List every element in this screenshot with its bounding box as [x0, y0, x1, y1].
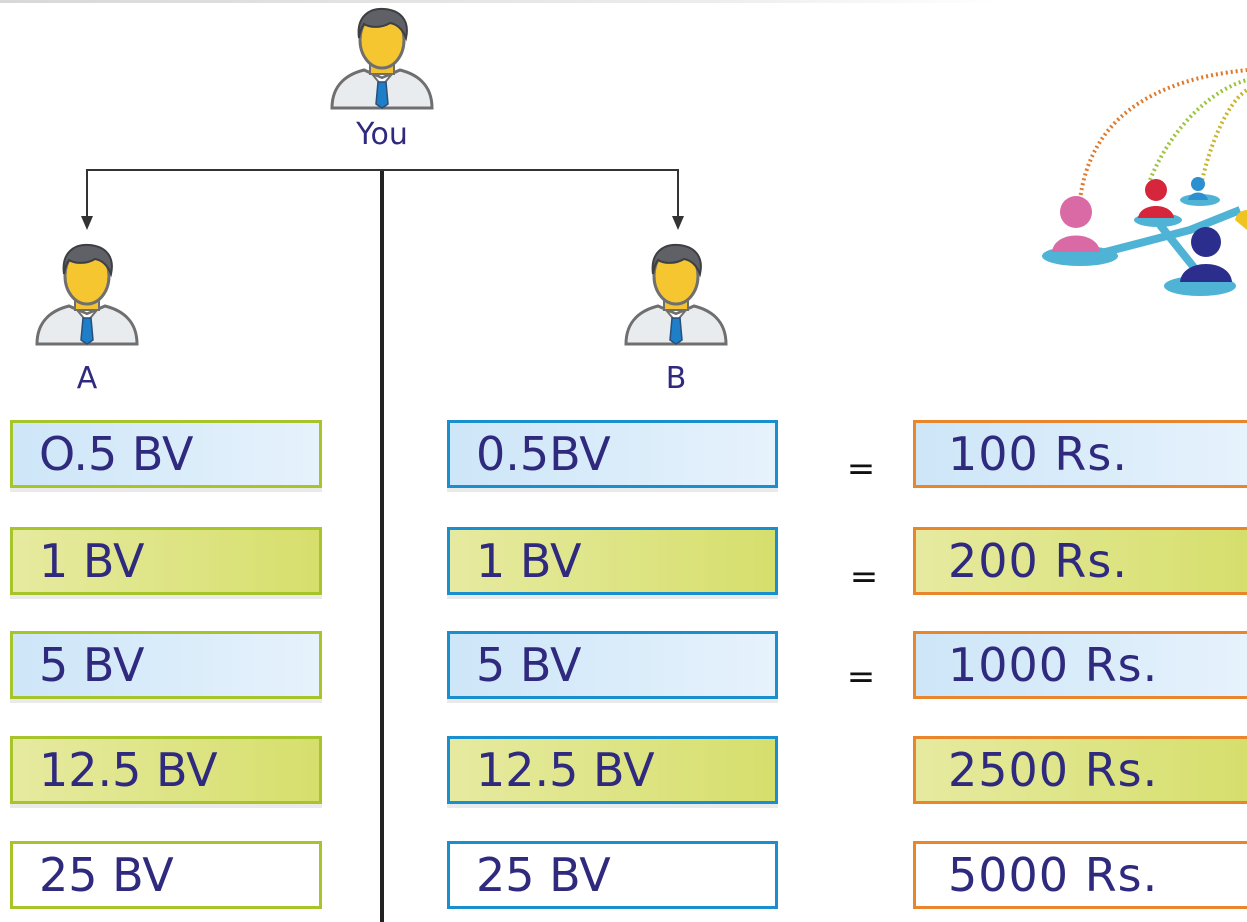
b-bv-box: 25 BV [447, 841, 778, 909]
b-bv-box: 0.5BV [447, 420, 778, 488]
a-bv-box: 1 BV [10, 527, 322, 595]
equals-sign: = [849, 557, 879, 597]
b-bv-box: 1 BV [447, 527, 778, 595]
rupee-value-box: 200 Rs. [913, 527, 1247, 595]
a-bv-box: 12.5 BV [10, 736, 322, 804]
rupee-value-box: 5000 Rs. [913, 841, 1247, 909]
arrow-to-b [382, 169, 679, 226]
a-label: A [76, 361, 98, 396]
network-people-icon [1030, 60, 1247, 310]
arrow-to-a [86, 169, 382, 226]
a-bv-box: 5 BV [10, 631, 322, 699]
you-label: You [356, 117, 408, 152]
b-person-icon [624, 240, 728, 346]
a-bv-box: O.5 BV [10, 420, 322, 488]
b-label: B [665, 361, 687, 396]
you-person-icon [330, 4, 434, 110]
rupee-value-box: 1000 Rs. [913, 631, 1247, 699]
equals-sign: = [846, 657, 876, 697]
equals-sign: = [846, 449, 876, 489]
top-divider-line [0, 0, 1000, 3]
arrowhead-b [672, 216, 684, 230]
rupee-value-box: 100 Rs. [913, 420, 1247, 488]
a-bv-box: 25 BV [10, 841, 322, 909]
a-person-icon [35, 240, 139, 346]
arrowhead-a [81, 216, 93, 230]
rupee-value-box: 2500 Rs. [913, 736, 1247, 804]
b-bv-box: 12.5 BV [447, 736, 778, 804]
b-bv-box: 5 BV [447, 631, 778, 699]
